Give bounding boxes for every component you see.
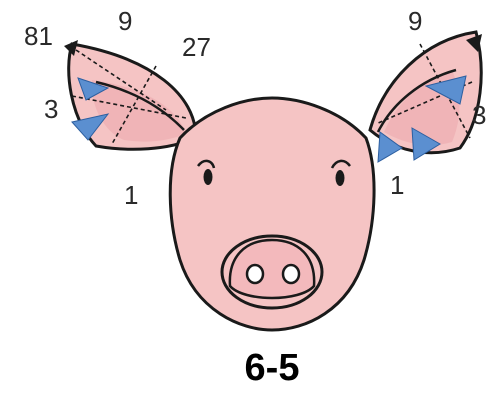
left-ear-side-label: 3	[44, 94, 58, 124]
left-ear-bottom-label: 1	[124, 180, 138, 210]
right-ear-bottom-label: 1	[390, 170, 404, 200]
snout	[220, 234, 324, 310]
right-ear-fold-line	[376, 68, 457, 133]
left-ear-tip-label: 81	[24, 21, 53, 51]
notch-marker	[424, 75, 467, 105]
left-ear-right-notch-label: 27	[182, 32, 211, 62]
right-ear-tip	[466, 34, 482, 52]
right-ear-dash-1	[419, 43, 471, 139]
right-nostril	[281, 263, 301, 285]
left-ear-dash-3	[111, 65, 157, 145]
notch-marker	[71, 113, 110, 141]
notch-marker	[377, 131, 403, 163]
left-nostril	[245, 263, 265, 285]
left-ear-fold-line	[95, 80, 185, 131]
left-ear-dash-2	[71, 95, 187, 119]
left-ear	[64, 40, 198, 151]
notch-marker	[77, 77, 110, 101]
right-ear	[368, 30, 483, 163]
diagram-caption: 6-5	[245, 347, 300, 389]
right-ear-top-label: 9	[408, 6, 422, 36]
right-eye	[330, 159, 351, 186]
left-eye	[197, 159, 216, 185]
right-ear-side-label: 3	[472, 100, 486, 130]
left-ear-tip	[64, 40, 78, 56]
notch-marker	[411, 127, 441, 161]
left-ear-inner	[91, 80, 186, 142]
left-ear-top-label: 9	[118, 6, 132, 36]
